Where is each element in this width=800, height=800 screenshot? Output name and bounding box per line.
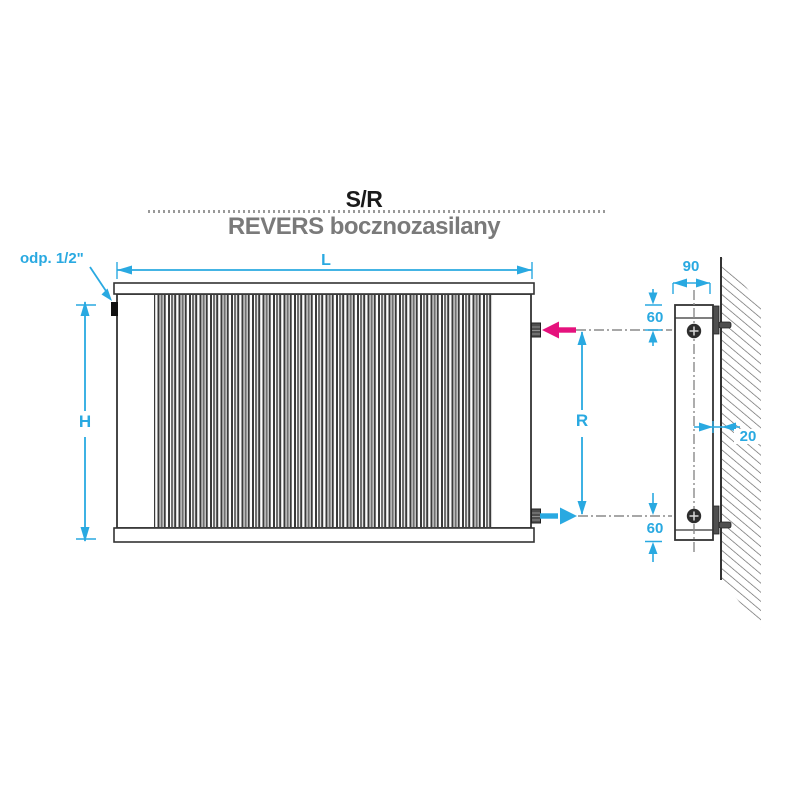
dimension-60-top — [645, 289, 662, 346]
dimension-H — [76, 301, 96, 542]
radiator-front-view — [111, 282, 541, 543]
outlet-plug — [111, 302, 118, 316]
outlet-leader-line — [89, 266, 112, 301]
top-connection-nipple — [531, 322, 541, 338]
screw-bottom — [686, 508, 702, 524]
dimension-L — [116, 262, 533, 279]
title-separator — [148, 210, 608, 213]
dim-label-L: L — [321, 252, 331, 269]
dim-label-60-bottom: 60 — [641, 520, 669, 537]
dim-label-20: 20 — [734, 428, 762, 445]
dim-label-R: R — [571, 411, 593, 432]
dimension-R — [577, 331, 587, 515]
radiator-top-band — [113, 282, 535, 295]
dim-label-90: 90 — [682, 258, 700, 275]
radiator-fins — [154, 295, 493, 527]
radiator-side-view — [674, 290, 732, 553]
bottom-connection-nipple — [531, 508, 541, 524]
radiator-bottom-band — [113, 527, 535, 543]
dimension-90 — [672, 278, 711, 294]
dim-label-60-top: 60 — [641, 309, 669, 326]
return-arrow-icon — [540, 507, 577, 525]
diagram-subtitle: REVERS bocznozasilany — [227, 213, 501, 240]
supply-arrow-icon — [542, 321, 576, 339]
dim-label-H: H — [74, 412, 96, 433]
diagram-title: S/R — [345, 186, 383, 212]
dimension-60-bottom — [645, 493, 662, 562]
wall-bracket-bottom — [710, 505, 732, 535]
outlet-label: odp. 1/2" — [20, 250, 84, 267]
screw-top — [686, 323, 702, 339]
dimension-20 — [694, 421, 740, 433]
